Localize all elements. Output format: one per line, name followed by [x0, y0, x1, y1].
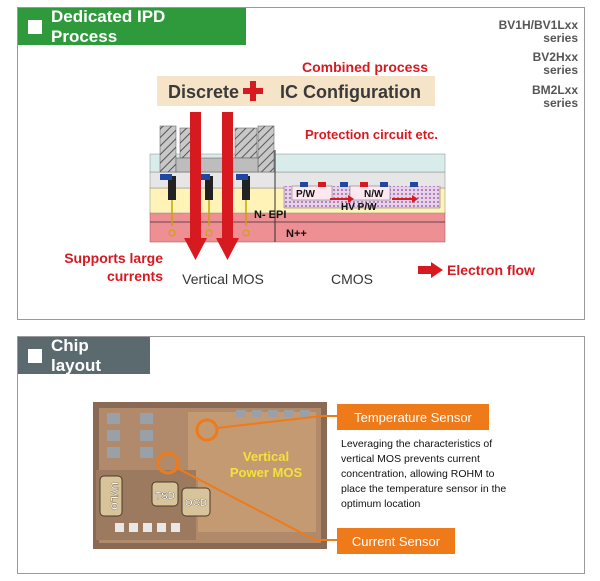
n-plus-label: N++	[286, 228, 307, 240]
temperature-sensor-description: Leveraging the characteristics of vertic…	[341, 438, 507, 510]
tsd-label: TSD	[155, 491, 175, 502]
temperature-sensor-marker	[195, 418, 219, 442]
chip-layout-header: Chip layout	[18, 335, 150, 375]
supports-large-currents-line2: currents	[107, 268, 163, 284]
current-arrows	[184, 112, 239, 260]
vertical-mos-label: Vertical MOS	[182, 271, 264, 287]
temperature-callout-line	[216, 415, 337, 429]
n-epi-label: N- EPI	[254, 209, 286, 221]
current-callout-line	[176, 467, 337, 541]
vertical-power-mos-line1: Vertical	[243, 449, 289, 464]
chip-layout-title: Chip layout	[51, 335, 102, 375]
ic-configuration-label: IC Configuration	[280, 82, 421, 102]
hv-pw-label: HV P/W	[341, 202, 377, 213]
discrete-label: Discrete	[168, 82, 239, 102]
uvlo-label: UVLO	[108, 482, 119, 510]
plus-icon	[243, 81, 263, 101]
current-sensor-label: Current Sensor	[352, 534, 441, 549]
pw-label: P/W	[296, 189, 315, 200]
electron-flow-label: Electron flow	[447, 262, 535, 278]
combined-process-label: Combined process	[302, 59, 428, 75]
nw-label: N/W	[364, 189, 384, 200]
ipd-process-title: Dedicated IPD Process	[51, 6, 166, 46]
chip-die-image	[93, 402, 327, 549]
ocd-label: OCD	[185, 498, 207, 509]
ipd-process-header: Dedicated IPD Process	[18, 6, 246, 46]
temperature-sensor-callout	[337, 404, 489, 430]
protection-circuit-label: Protection circuit etc.	[305, 127, 438, 142]
square-icon	[28, 19, 42, 34]
temperature-sensor-label: Temperature Sensor	[354, 410, 472, 425]
vertical-power-mos-line2: Power MOS	[230, 465, 303, 480]
current-sensor-callout	[337, 528, 455, 554]
cmos-label: CMOS	[331, 271, 373, 287]
supports-large-currents-line1: Supports large	[64, 250, 163, 266]
square-icon	[28, 348, 42, 363]
current-sensor-marker	[156, 451, 180, 475]
electron-flow-arrow-icon	[418, 262, 443, 278]
discrete-ic-box	[157, 76, 435, 106]
